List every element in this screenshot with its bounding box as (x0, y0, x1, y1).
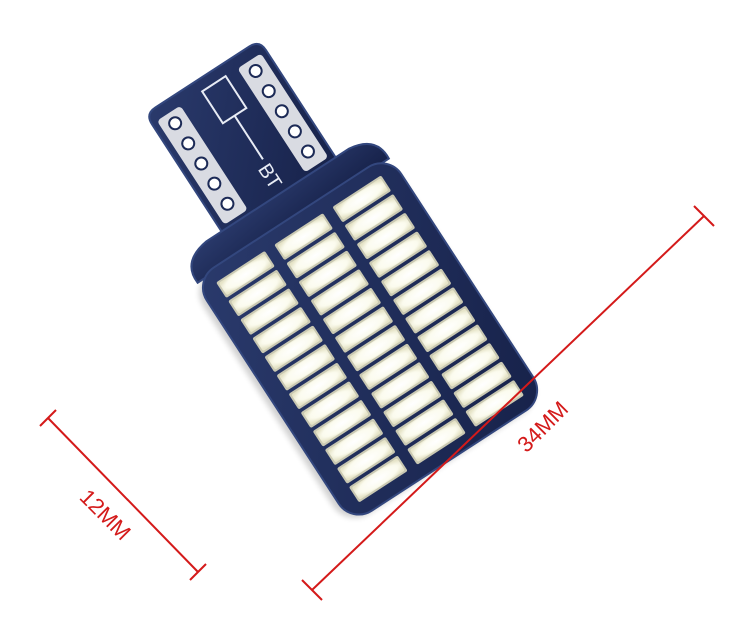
pad-holes-right (248, 63, 315, 159)
led-chip-face (374, 365, 427, 406)
led-chip-face (326, 290, 378, 332)
led-chip-face (267, 328, 320, 369)
polarity-line (233, 115, 264, 160)
led-array (216, 176, 524, 502)
led-chip-face (360, 215, 412, 257)
led-chip-face (340, 440, 393, 481)
length-dimension-cap-end (693, 205, 715, 227)
pad-hole (168, 116, 183, 131)
pad-hole (220, 196, 235, 211)
width-dimension-cap-end (189, 563, 207, 581)
led-chip-face (335, 178, 388, 220)
length-dimension-line (311, 215, 705, 591)
led-chip-face (372, 234, 424, 275)
led-chip-face (362, 346, 415, 387)
led-chip-face (304, 384, 356, 425)
pad-hole (300, 144, 315, 159)
led-chip-face (396, 271, 449, 312)
width-dimension-cap-start (39, 409, 57, 427)
led-chip-face (316, 403, 368, 444)
led-chip-face (408, 290, 461, 331)
pad-hole (194, 156, 209, 171)
led-chip-face (301, 253, 354, 294)
led-chip-face (398, 402, 451, 443)
led-chip-face (350, 328, 402, 369)
led-chip-face (352, 458, 405, 500)
led-chip-face (219, 254, 272, 295)
led-chip-face (432, 327, 485, 368)
connector-neck (190, 142, 391, 285)
pad-holes-left (168, 116, 235, 211)
led-chip-face (468, 383, 521, 424)
led-chip-face (444, 346, 497, 387)
led-chip-face (328, 421, 381, 462)
led-bulb: BT (148, 42, 539, 518)
width-dimension-label: 12MM (75, 484, 136, 545)
led-chip-face (384, 253, 436, 294)
pad-hole (274, 104, 289, 119)
pad-hole (248, 63, 263, 78)
length-dimension-cap-start (301, 579, 323, 601)
led-chip-face (386, 383, 439, 425)
led-chip-face (338, 309, 390, 350)
led-chip-face (292, 365, 344, 407)
led-chip-face (289, 235, 342, 276)
width-dimension-line (47, 417, 199, 573)
led-chip-face (456, 364, 509, 405)
led-chip-face (410, 421, 463, 462)
led-chip-face (255, 310, 308, 351)
pad-hole (181, 136, 196, 151)
pad-hole (207, 176, 222, 191)
connector-tab: BT (148, 42, 391, 285)
led-chip-face (420, 308, 473, 350)
led-chip-face (277, 216, 330, 257)
led-chip-face (313, 272, 366, 313)
width-dimension: 12MM (39, 409, 207, 581)
pad-hole (287, 124, 302, 139)
pad-hole (261, 84, 276, 99)
led-chip-face (231, 272, 284, 314)
led-chip-face (243, 291, 296, 332)
led-chip-face (347, 197, 400, 238)
led-chip-face (279, 347, 332, 388)
